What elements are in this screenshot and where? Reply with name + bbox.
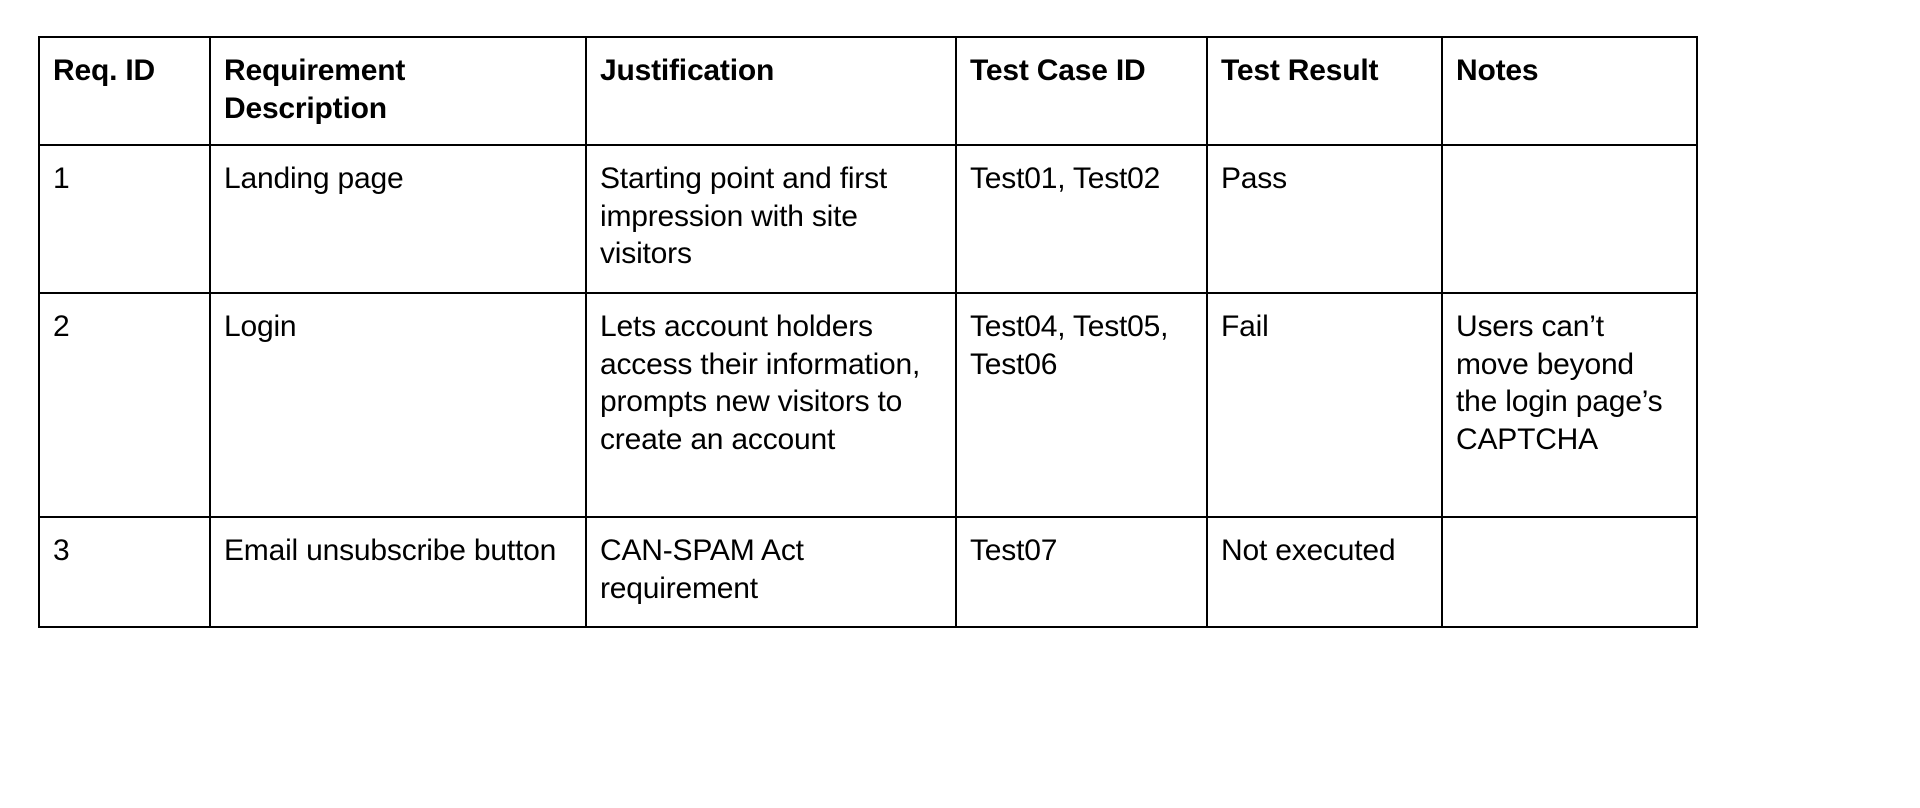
cell-justification-text: CAN-SPAM Act requirement bbox=[600, 534, 804, 605]
column-header-justification: Justification bbox=[585, 36, 957, 146]
table-body: 1 Landing page Starting point and first … bbox=[38, 144, 1698, 628]
cell-req-id-text: 3 bbox=[53, 534, 70, 567]
cell-req-id-text: 2 bbox=[53, 310, 70, 343]
table-row: 2 Login Lets account holders access thei… bbox=[38, 292, 1698, 518]
column-header-description: Requirement Description bbox=[209, 36, 587, 146]
table-header: Req. ID Requirement Description Justific… bbox=[38, 36, 1698, 146]
column-header-test-case-id: Test Case ID bbox=[955, 36, 1208, 146]
cell-description-text: Landing page bbox=[224, 162, 404, 195]
cell-description: Landing page bbox=[209, 144, 587, 294]
cell-description: Email unsubscribe button bbox=[209, 516, 587, 628]
cell-description-text: Email unsubscribe button bbox=[224, 534, 557, 567]
cell-justification: Lets account holders access their inform… bbox=[585, 292, 957, 518]
cell-test-case-id-text: Test01, Test02 bbox=[970, 162, 1161, 195]
header-row: Req. ID Requirement Description Justific… bbox=[38, 36, 1698, 146]
cell-test-case-id: Test01, Test02 bbox=[955, 144, 1208, 294]
cell-req-id: 3 bbox=[38, 516, 211, 628]
cell-justification: CAN-SPAM Act requirement bbox=[585, 516, 957, 628]
cell-req-id-text: 1 bbox=[53, 162, 70, 195]
column-header-req-id: Req. ID bbox=[38, 36, 211, 146]
cell-test-case-id-text: Test04, Test05, Test06 bbox=[970, 310, 1169, 381]
cell-req-id: 2 bbox=[38, 292, 211, 518]
cell-description: Login bbox=[209, 292, 587, 518]
column-header-req-id-label: Req. ID bbox=[53, 54, 155, 87]
cell-notes: Users can’t move beyond the login page’s… bbox=[1441, 292, 1698, 518]
cell-notes bbox=[1441, 144, 1698, 294]
cell-test-result: Fail bbox=[1206, 292, 1443, 518]
cell-test-result: Not executed bbox=[1206, 516, 1443, 628]
column-header-description-label: Requirement Description bbox=[224, 54, 406, 125]
cell-test-case-id-text: Test07 bbox=[970, 534, 1058, 567]
column-header-test-case-id-label: Test Case ID bbox=[970, 54, 1146, 87]
table-row: 3 Email unsubscribe button CAN-SPAM Act … bbox=[38, 516, 1698, 628]
cell-justification: Starting point and first impression with… bbox=[585, 144, 957, 294]
cell-description-text: Login bbox=[224, 310, 297, 343]
column-header-test-result: Test Result bbox=[1206, 36, 1443, 146]
cell-req-id: 1 bbox=[38, 144, 211, 294]
cell-test-case-id: Test07 bbox=[955, 516, 1208, 628]
cell-test-case-id: Test04, Test05, Test06 bbox=[955, 292, 1208, 518]
column-header-test-result-label: Test Result bbox=[1221, 54, 1379, 87]
cell-test-result-text: Fail bbox=[1221, 310, 1269, 343]
table-row: 1 Landing page Starting point and first … bbox=[38, 144, 1698, 294]
column-header-justification-label: Justification bbox=[600, 54, 775, 87]
cell-test-result-text: Pass bbox=[1221, 162, 1287, 195]
cell-justification-text: Lets account holders access their inform… bbox=[600, 310, 921, 456]
cell-test-result: Pass bbox=[1206, 144, 1443, 294]
cell-notes bbox=[1441, 516, 1698, 628]
cell-justification-text: Starting point and first impression with… bbox=[600, 162, 888, 270]
cell-notes-text: Users can’t move beyond the login page’s… bbox=[1456, 310, 1663, 456]
requirements-traceability-table: Req. ID Requirement Description Justific… bbox=[38, 36, 1698, 628]
cell-test-result-text: Not executed bbox=[1221, 534, 1396, 567]
column-header-notes: Notes bbox=[1441, 36, 1698, 146]
column-header-notes-label: Notes bbox=[1456, 54, 1539, 87]
